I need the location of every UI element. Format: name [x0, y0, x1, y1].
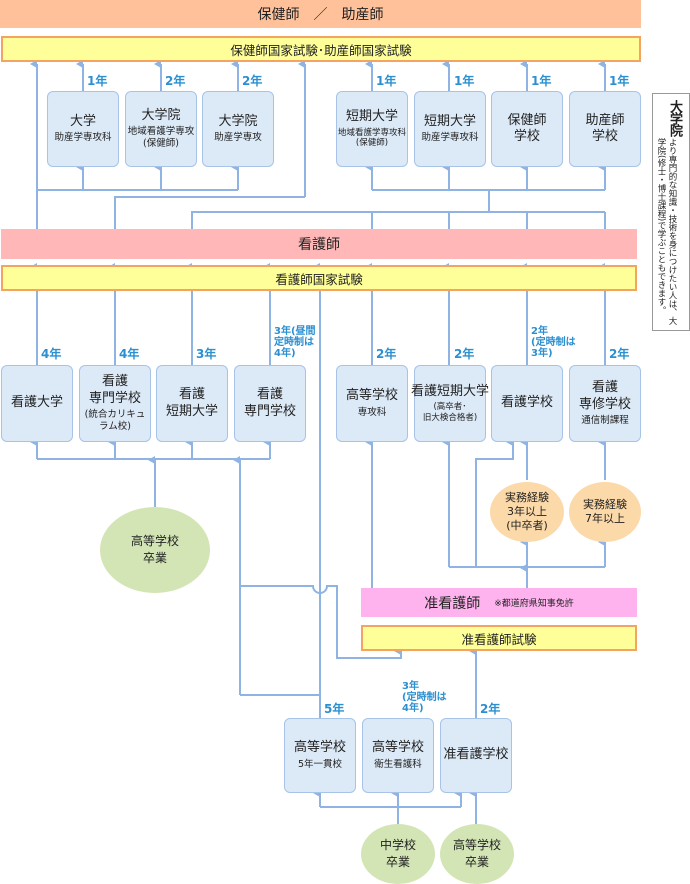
graduate-school-title: 大学院: [667, 100, 682, 136]
hs-graduate-label-2: 高等学校 卒業: [452, 837, 501, 869]
nurse-exam-bar: 看護師国家試験: [1, 265, 637, 291]
phn-midwife-exam-label: 保健師国家試験･助産師国家試験: [230, 42, 412, 58]
upper-school-box: 短期大学助産学専攻科: [414, 91, 486, 167]
school-subtitle: 助産学専攻: [214, 132, 262, 144]
study-years-label: 2年 (定時制は 3年): [531, 326, 576, 359]
school-subtitle: 5年一貫校: [297, 758, 343, 770]
school-title: 看護 専門学校: [243, 387, 296, 419]
school-subtitle: 地域看護学専攻 (保健師): [127, 126, 195, 150]
hs-graduate-circle: 高等学校 卒業: [100, 507, 210, 593]
nurse-school-box: 看護大学: [1, 365, 73, 442]
upper-school-box: 短期大学地域看護学専攻科 (保健師): [336, 91, 408, 167]
study-years-label: 1年: [454, 74, 475, 88]
assoc-nurse-band: 准看護師 ※都道府県知事免許: [361, 588, 637, 617]
study-years-label: 4年: [119, 347, 140, 361]
study-years-label: 1年: [609, 74, 630, 88]
study-years-label: 4年: [41, 347, 62, 361]
school-subtitle: 通信制課程: [581, 414, 629, 426]
jhs-graduate-circle: 中学校 卒業: [361, 824, 435, 884]
school-title: 看護 専修学校: [578, 380, 631, 412]
public-health-midwife-band: 保健師 ／ 助産師: [0, 0, 641, 28]
jhs-graduate-label: 中学校 卒業: [379, 837, 416, 869]
school-subtitle: 衛生看護科: [374, 758, 422, 770]
upper-school-box: 大学助産学専攻科: [47, 91, 119, 167]
school-title: 看護 短期大学: [165, 387, 218, 419]
study-years-label: 3年: [196, 347, 217, 361]
nurse-school-box: 看護 専門学校: [234, 365, 306, 442]
study-years-label: 2年: [165, 74, 186, 88]
nurse-exam-label: 看護師国家試験: [275, 271, 363, 287]
graduate-school-note: 大学院 より専門的な知識・技術を身につけたい人は、大学院(修士・博士課程)で学ぶ…: [652, 93, 690, 331]
upper-school-box: 大学院地域看護学専攻 (保健師): [125, 91, 197, 167]
nurse-school-box: 看護 専門学校(統合カリキュ ラム校): [79, 365, 151, 442]
graduate-school-text: より専門的な知識・技術を身につけたい人は、大学院(修士・博士課程)で学ぶこともで…: [656, 138, 677, 325]
study-years-label: 3年(昼間 定時制は 4年): [274, 326, 316, 359]
hs-graduate-circle-2: 高等学校 卒業: [440, 824, 514, 884]
study-years-label: 2年: [242, 74, 263, 88]
upper-school-box: 保健師 学校: [491, 91, 563, 167]
school-title: 短期大学: [345, 109, 398, 125]
assoc-nurse-exam-bar: 准看護師試験: [361, 625, 637, 651]
nurse-school-box: 看護学校: [491, 365, 563, 442]
upper-school-box: 大学院助産学専攻: [202, 91, 274, 167]
school-title: 高等学校: [371, 740, 424, 756]
lower-school-box: 高等学校 5年一貫校: [284, 718, 356, 793]
school-title: 大学院: [218, 113, 258, 129]
school-title: 看護大学: [10, 395, 63, 411]
school-title: 高等学校: [345, 388, 398, 404]
upper-school-box: 助産師 学校: [569, 91, 641, 167]
school-subtitle: (高卒者･ 旧大検合格者): [422, 402, 478, 423]
experience-3yr-circle: 実務経験 3年以上 (中卒者): [490, 482, 564, 542]
study-years-label: 2年: [609, 347, 630, 361]
school-subtitle: 地域看護学専攻科 (保健師): [337, 127, 406, 149]
school-title: 准看護学校: [443, 747, 509, 763]
school-title: 看護短期大学: [411, 383, 490, 399]
experience-7yr-circle: 実務経験 7年以上: [569, 482, 641, 542]
school-title: 保健師 学校: [507, 112, 547, 144]
study-years-label: 1年: [376, 74, 397, 88]
assoc-nurse-label: 准看護師: [424, 595, 481, 612]
school-title: 大学: [69, 113, 96, 129]
nurse-school-box: 看護 専修学校通信制課程: [569, 365, 641, 442]
nurse-label: 看護師: [298, 237, 340, 253]
nurse-school-box: 高等学校専攻科: [336, 365, 408, 442]
experience-7yr-label: 実務経験 7年以上: [583, 497, 627, 525]
nurse-school-box: 看護 短期大学: [156, 365, 228, 442]
assoc-nurse-exam-label: 准看護師試験: [461, 631, 537, 647]
school-subtitle: 助産学専攻科: [421, 132, 479, 144]
school-title: 高等学校: [293, 740, 346, 756]
school-title: 助産師 学校: [585, 112, 625, 144]
school-title: 短期大学: [423, 113, 476, 129]
school-title: 看護学校: [500, 395, 553, 411]
assoc-nurse-note: ※都道府県知事免許: [494, 599, 574, 609]
lower-school-box: 准看護学校: [440, 718, 512, 793]
study-years-label: 2年: [480, 702, 501, 716]
study-years-label: 3年 (定時制は 4年): [402, 681, 447, 714]
school-title: 大学院: [141, 108, 181, 123]
header-title: 保健師 ／ 助産師: [257, 7, 384, 23]
hs-graduate-label: 高等学校 卒業: [130, 533, 179, 565]
study-years-label: 1年: [531, 74, 552, 88]
school-title: 看護 専門学校: [88, 374, 141, 406]
school-subtitle: 専攻科: [357, 406, 387, 418]
school-subtitle: (統合カリキュ ラム校): [84, 408, 146, 432]
study-years-label: 2年: [454, 347, 475, 361]
lower-school-box: 高等学校衛生看護科: [362, 718, 434, 793]
phn-midwife-exam-bar: 保健師国家試験･助産師国家試験: [1, 36, 641, 62]
study-years-label: 5年: [324, 702, 345, 716]
study-years-label: 2年: [376, 347, 397, 361]
nurse-school-box: 看護短期大学 (高卒者･ 旧大検合格者): [411, 365, 490, 442]
school-subtitle: 助産学専攻科: [54, 132, 112, 144]
study-years-label: 1年: [87, 74, 108, 88]
experience-3yr-label: 実務経験 3年以上 (中卒者): [505, 490, 549, 533]
nurse-band: 看護師: [1, 229, 637, 259]
